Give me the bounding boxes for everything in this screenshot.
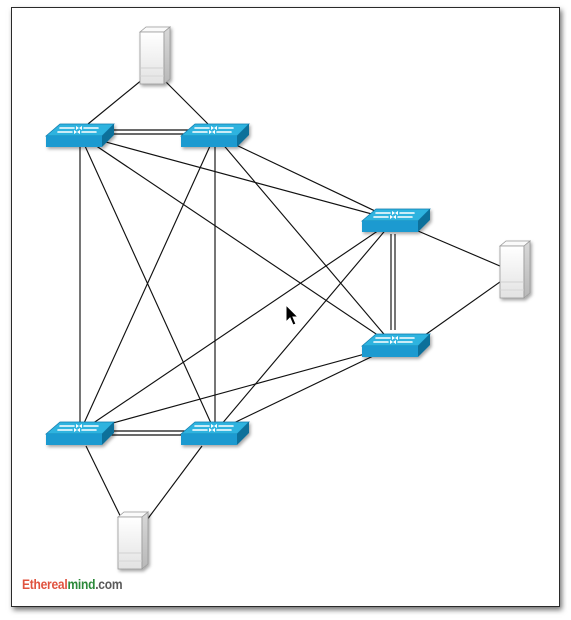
link [417, 271, 515, 341]
link [79, 134, 216, 433]
watermark-part-1: Ethereal [22, 576, 68, 592]
watermark-part-2: mind [67, 576, 96, 592]
link [214, 134, 395, 347]
network-switch-icon [45, 123, 115, 148]
network-switch-icon [45, 421, 115, 446]
server-icon [499, 240, 531, 299]
link [79, 134, 395, 221]
server-icon [139, 26, 171, 85]
link [79, 134, 395, 347]
network-switch-icon [361, 208, 431, 233]
watermark-logo: Etherealmind.com [22, 576, 123, 592]
network-switch-icon [180, 421, 250, 446]
link [214, 345, 395, 433]
watermark-part-3: .com [95, 576, 123, 592]
link [214, 219, 395, 433]
link [417, 230, 515, 273]
link [79, 345, 395, 433]
link [214, 134, 395, 221]
server-icon [117, 511, 149, 570]
links [79, 69, 515, 541]
network-switch-icon [361, 333, 431, 358]
link [79, 219, 395, 433]
network-switch-icon [180, 123, 250, 148]
mouse-pointer-icon [285, 303, 300, 326]
